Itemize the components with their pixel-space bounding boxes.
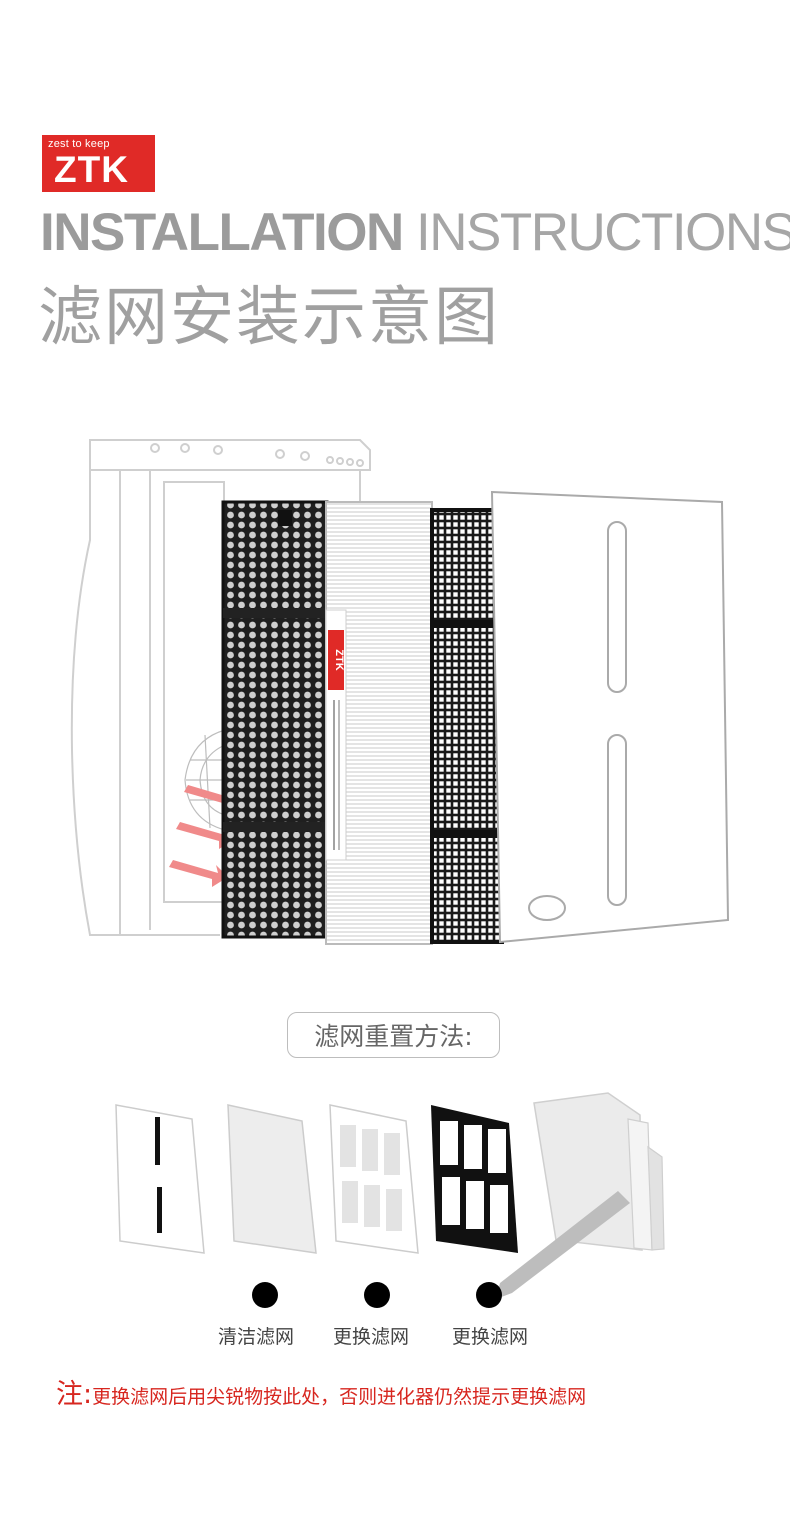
note-text: 更换滤网后用尖锐物按此处，否则进化器仍然提示更换滤网 bbox=[92, 1386, 587, 1408]
reset-method-title: 滤网重置方法: bbox=[287, 1012, 500, 1058]
title-chinese: 滤网安装示意图 bbox=[38, 281, 500, 355]
step-label-1: 清洁滤网 bbox=[218, 1326, 295, 1348]
title-english-light: INSTRUCTIONS bbox=[416, 203, 790, 262]
sheet-1 bbox=[115, 1104, 205, 1254]
front-panel bbox=[490, 490, 730, 944]
step-label-3: 更换滤网 bbox=[452, 1326, 529, 1348]
reset-dot-2 bbox=[364, 1282, 390, 1308]
note-heading: 注: bbox=[56, 1379, 93, 1410]
carbon-filter bbox=[221, 500, 329, 939]
filter-label-brand: ZTK bbox=[333, 649, 345, 670]
sheet-4 bbox=[431, 1105, 518, 1253]
reset-note: 注: 更换滤网后用尖锐物按此处，否则进化器仍然提示更换滤网 bbox=[56, 1372, 586, 1411]
title-english: INSTALLATION INSTRUCTIONS bbox=[40, 202, 790, 263]
reset-dot-1 bbox=[252, 1282, 278, 1308]
installation-illustration: ZTK bbox=[70, 439, 730, 945]
reset-steps-diagram bbox=[115, 1092, 665, 1308]
fan-grill bbox=[184, 729, 226, 831]
sheet-2 bbox=[227, 1104, 317, 1254]
hepa-filter: ZTK bbox=[325, 501, 433, 945]
mesh-prefilter bbox=[430, 508, 504, 944]
reset-dot-3 bbox=[476, 1282, 502, 1308]
pointer-pen bbox=[496, 1191, 630, 1299]
brand-logo: zest to keep ZTK bbox=[42, 135, 155, 192]
brand-tagline: zest to keep bbox=[48, 138, 110, 150]
brand-logo-text: ZTK bbox=[54, 149, 129, 190]
step-label-2: 更换滤网 bbox=[333, 1326, 410, 1348]
title-english-bold: INSTALLATION bbox=[40, 203, 404, 262]
sheet-3 bbox=[329, 1104, 419, 1254]
